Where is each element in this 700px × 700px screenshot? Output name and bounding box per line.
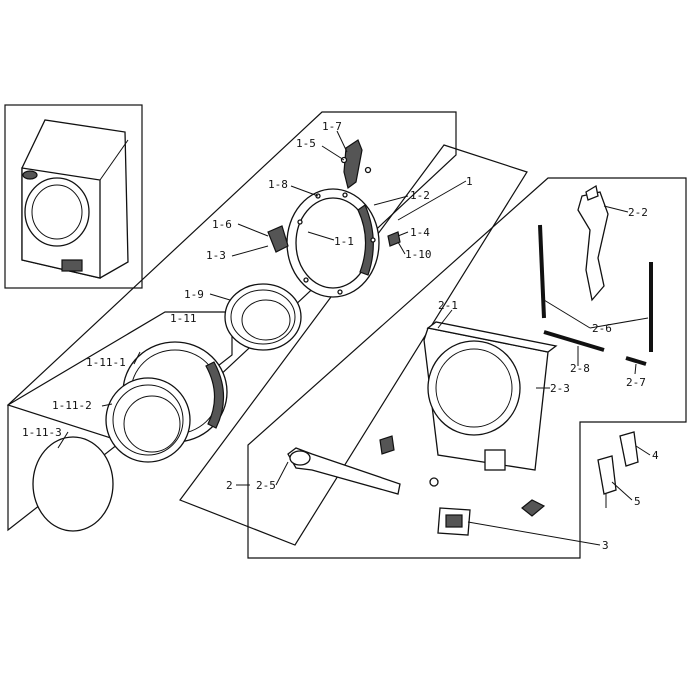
label-1-8: 1-8 [268, 178, 288, 191]
bracket-part-4 [619, 431, 639, 467]
small-clip-part [379, 435, 395, 455]
label-1-11-2: 1-11-2 [52, 399, 92, 412]
washer-control-knob [22, 170, 38, 180]
door-parts [32, 139, 401, 532]
label-2-2: 2-2 [628, 206, 648, 219]
label-2-5: 2-5 [256, 479, 276, 492]
upper-side-bracket [577, 191, 609, 302]
label-1-7: 1-7 [322, 120, 342, 133]
washer-overview-frame [4, 104, 143, 289]
door-hinge-part [343, 139, 363, 190]
label-2-1: 2-1 [438, 299, 458, 312]
label-2-6: 2-6 [592, 322, 612, 335]
label-1-4: 1-4 [410, 226, 430, 239]
bottom-bar-short [625, 356, 647, 366]
label-2: 2 [226, 479, 233, 492]
bottom-bar-long [543, 330, 605, 352]
label-3: 3 [602, 539, 609, 552]
label-1-10: 1-10 [405, 248, 432, 261]
left-side-strip [538, 224, 546, 319]
label-2-3: 2-3 [550, 382, 570, 395]
cabinet-front-frame [247, 177, 687, 559]
bracket-part-5 [597, 455, 617, 495]
label-1-1: 1-1 [334, 235, 354, 248]
front-panel-parts [287, 184, 653, 536]
front-panel-door-opening [427, 340, 521, 436]
screw-part [429, 477, 439, 487]
front-panel-top-edge [426, 321, 558, 353]
label-1-11-1: 1-11-1 [86, 356, 126, 369]
door-outer-cover [32, 436, 114, 532]
label-5: 5 [634, 495, 641, 508]
door-glass [105, 377, 191, 463]
label-1-11-3: 1-11-3 [22, 426, 62, 439]
washer-filter-cover [61, 259, 83, 272]
washer-overview [21, 119, 129, 279]
small-latch-part [521, 499, 546, 517]
label-1-2: 1-2 [410, 189, 430, 202]
door-frame-hinge-side [357, 204, 374, 276]
front-panel-service-cover [484, 449, 506, 471]
front-handle-bar [287, 447, 401, 495]
leader-lines [57, 130, 651, 546]
washer-door-icon [24, 177, 90, 247]
label-1-9: 1-9 [184, 288, 204, 301]
label-1-11: 1-11 [170, 312, 197, 325]
label-1-6: 1-6 [212, 218, 232, 231]
label-2-8: 2-8 [570, 362, 590, 375]
label-4: 4 [652, 449, 659, 462]
part-labels: 1-7 1-5 1 1-8 1-2 1-6 1-4 1-1 1-3 1-10 1… [22, 120, 659, 552]
hinge-pin-part [387, 231, 401, 247]
label-1-5: 1-5 [296, 137, 316, 150]
label-1: 1 [466, 175, 473, 188]
label-1-3: 1-3 [206, 249, 226, 262]
door-lock-hook [267, 225, 289, 253]
door-glass-ring [224, 283, 302, 351]
label-2-7: 2-7 [626, 376, 646, 389]
